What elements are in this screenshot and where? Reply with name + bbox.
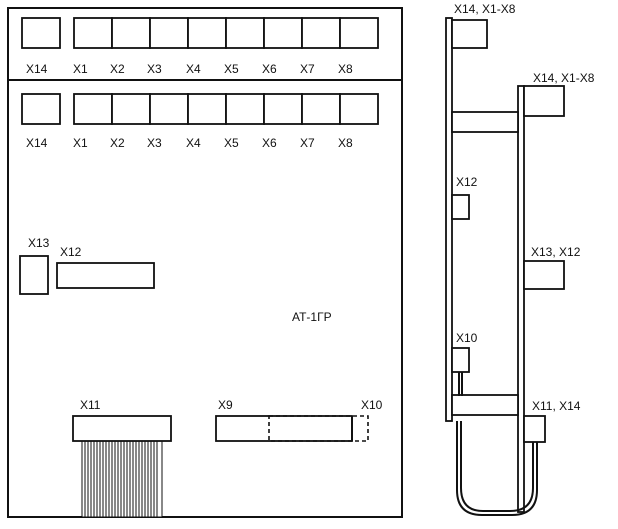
label-x8-second: X8 [338, 136, 353, 150]
side-label-x13-x12: X13, X12 [531, 245, 581, 259]
label-x14-top: X14 [26, 62, 48, 76]
label-x7-top: X7 [300, 62, 315, 76]
label-x5-second: X5 [224, 136, 239, 150]
side-spacer-bottom [451, 394, 519, 416]
label-x6-second: X6 [262, 136, 277, 150]
label-x2-top: X2 [110, 62, 125, 76]
connector-x8-top [339, 17, 379, 49]
connector-x13 [19, 255, 49, 295]
connector-x12 [56, 262, 155, 289]
connector-x6-second [263, 93, 303, 125]
connector-x9 [215, 415, 353, 442]
label-x3-second: X3 [147, 136, 162, 150]
label-x7-second: X7 [300, 136, 315, 150]
side-connector-x11-x14-right [523, 415, 546, 443]
side-connector-top-left [451, 19, 488, 49]
side-label-x12: X12 [456, 175, 478, 189]
side-connector-x13-x12-right [523, 260, 565, 290]
connector-x3-top [149, 17, 189, 49]
connector-x11 [72, 415, 172, 442]
label-x8-top: X8 [338, 62, 353, 76]
label-x4-top: X4 [186, 62, 201, 76]
connector-x14-second [21, 93, 61, 125]
board-name-label: АТ-1ГР [292, 310, 332, 324]
label-x9: X9 [218, 398, 233, 412]
label-x6-top: X6 [262, 62, 277, 76]
connector-x6-top [263, 17, 303, 49]
connector-x2-second [111, 93, 151, 125]
label-x5-top: X5 [224, 62, 239, 76]
connector-x3-second [149, 93, 189, 125]
connector-x2-top [111, 17, 151, 49]
connector-x5-top [225, 17, 265, 49]
side-view-labels: X14, X1-X8 X14, X1-X8 X12 X13, X12 X10 X… [454, 2, 595, 413]
second-connector-labels: X14 X1 X2 X3 X4 X5 X6 X7 X8 [26, 136, 353, 150]
connector-x8-second [339, 93, 379, 125]
label-x14-second: X14 [26, 136, 48, 150]
side-connector-x10-left [451, 347, 470, 373]
connector-x14-top [21, 17, 61, 49]
connector-x7-second [301, 93, 341, 125]
label-x12: X12 [60, 245, 82, 259]
side-cable [456, 372, 538, 516]
side-board-right [517, 85, 525, 513]
label-x10: X10 [361, 398, 383, 412]
connector-x5-second [225, 93, 265, 125]
side-connector-x12-left [451, 194, 470, 220]
top-connector-row [21, 17, 379, 49]
second-connector-row [21, 93, 379, 125]
side-view [445, 17, 565, 513]
side-connector-top-right [523, 85, 565, 117]
side-spacer-top [451, 111, 519, 133]
side-label-x10: X10 [456, 331, 478, 345]
connector-x1-second [73, 93, 113, 125]
side-label-top-right: X14, X1-X8 [533, 71, 595, 85]
board-front-view [7, 7, 403, 518]
board-outline [7, 7, 403, 518]
label-x4-second: X4 [186, 136, 201, 150]
label-x13: X13 [28, 236, 50, 250]
label-x11: X11 [80, 398, 101, 412]
side-label-x11-x14: X11, X14 [532, 399, 581, 413]
label-x1-top: X1 [73, 62, 88, 76]
ribbon-cable [81, 439, 163, 518]
connector-x7-top [301, 17, 341, 49]
label-x1-second: X1 [73, 136, 88, 150]
connector-x1-top [73, 17, 113, 49]
label-x3-top: X3 [147, 62, 162, 76]
connector-x4-top [187, 17, 227, 49]
connector-x4-second [187, 93, 227, 125]
label-x2-second: X2 [110, 136, 125, 150]
side-label-top-left: X14, X1-X8 [454, 2, 516, 16]
top-connector-labels: X14 X1 X2 X3 X4 X5 X6 X7 X8 [26, 62, 353, 76]
connector-x10-optional [268, 415, 369, 442]
